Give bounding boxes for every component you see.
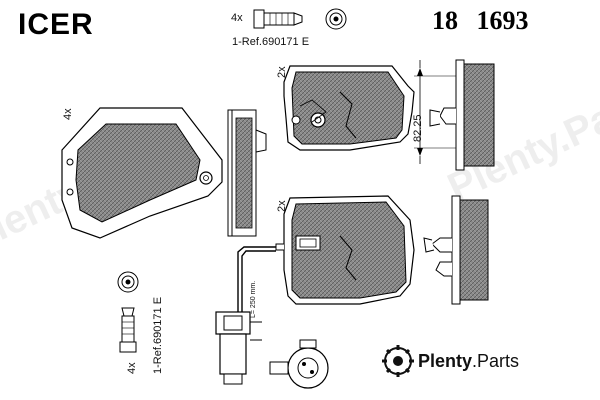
bolt-top-reference: 1-Ref.690171 E: [232, 36, 310, 48]
part-number: 18 1693: [432, 6, 529, 35]
bolt-left-reference: 1-Ref.690171 E: [152, 296, 164, 374]
left-pad-side: [227, 109, 267, 237]
bolt-top-quantity: 4x: [231, 12, 243, 24]
left-pad-quantity: 4x: [62, 108, 74, 120]
bolt-left-drawing: [117, 271, 139, 353]
wear-sensor: [215, 246, 329, 389]
bolt-top-drawing: [253, 8, 347, 30]
upper-right-pad-quantity: 2x: [276, 66, 288, 78]
lower-right-pad-side: [423, 195, 489, 305]
plenty-parts-text: Plenty.Parts: [418, 351, 519, 372]
upper-right-pad-side: [414, 59, 495, 171]
plenty-text-bold: Plenty: [418, 351, 473, 371]
lower-right-pad-quantity: 2x: [276, 200, 288, 212]
bolt-left-quantity: 4x: [126, 362, 138, 374]
plenty-parts-logo: Plenty.Parts: [412, 351, 519, 372]
upper-right-pad: [283, 65, 415, 151]
sensor-length-label: L= 250 mm.: [250, 280, 257, 318]
brand-logo: ICER: [18, 8, 94, 41]
plenty-text-rest: .Parts: [472, 351, 520, 371]
dimension-label: 82.25: [412, 114, 424, 142]
plenty-logo-icon: [382, 345, 414, 377]
lower-right-pad: [275, 195, 415, 305]
left-pad-front: [61, 107, 223, 239]
